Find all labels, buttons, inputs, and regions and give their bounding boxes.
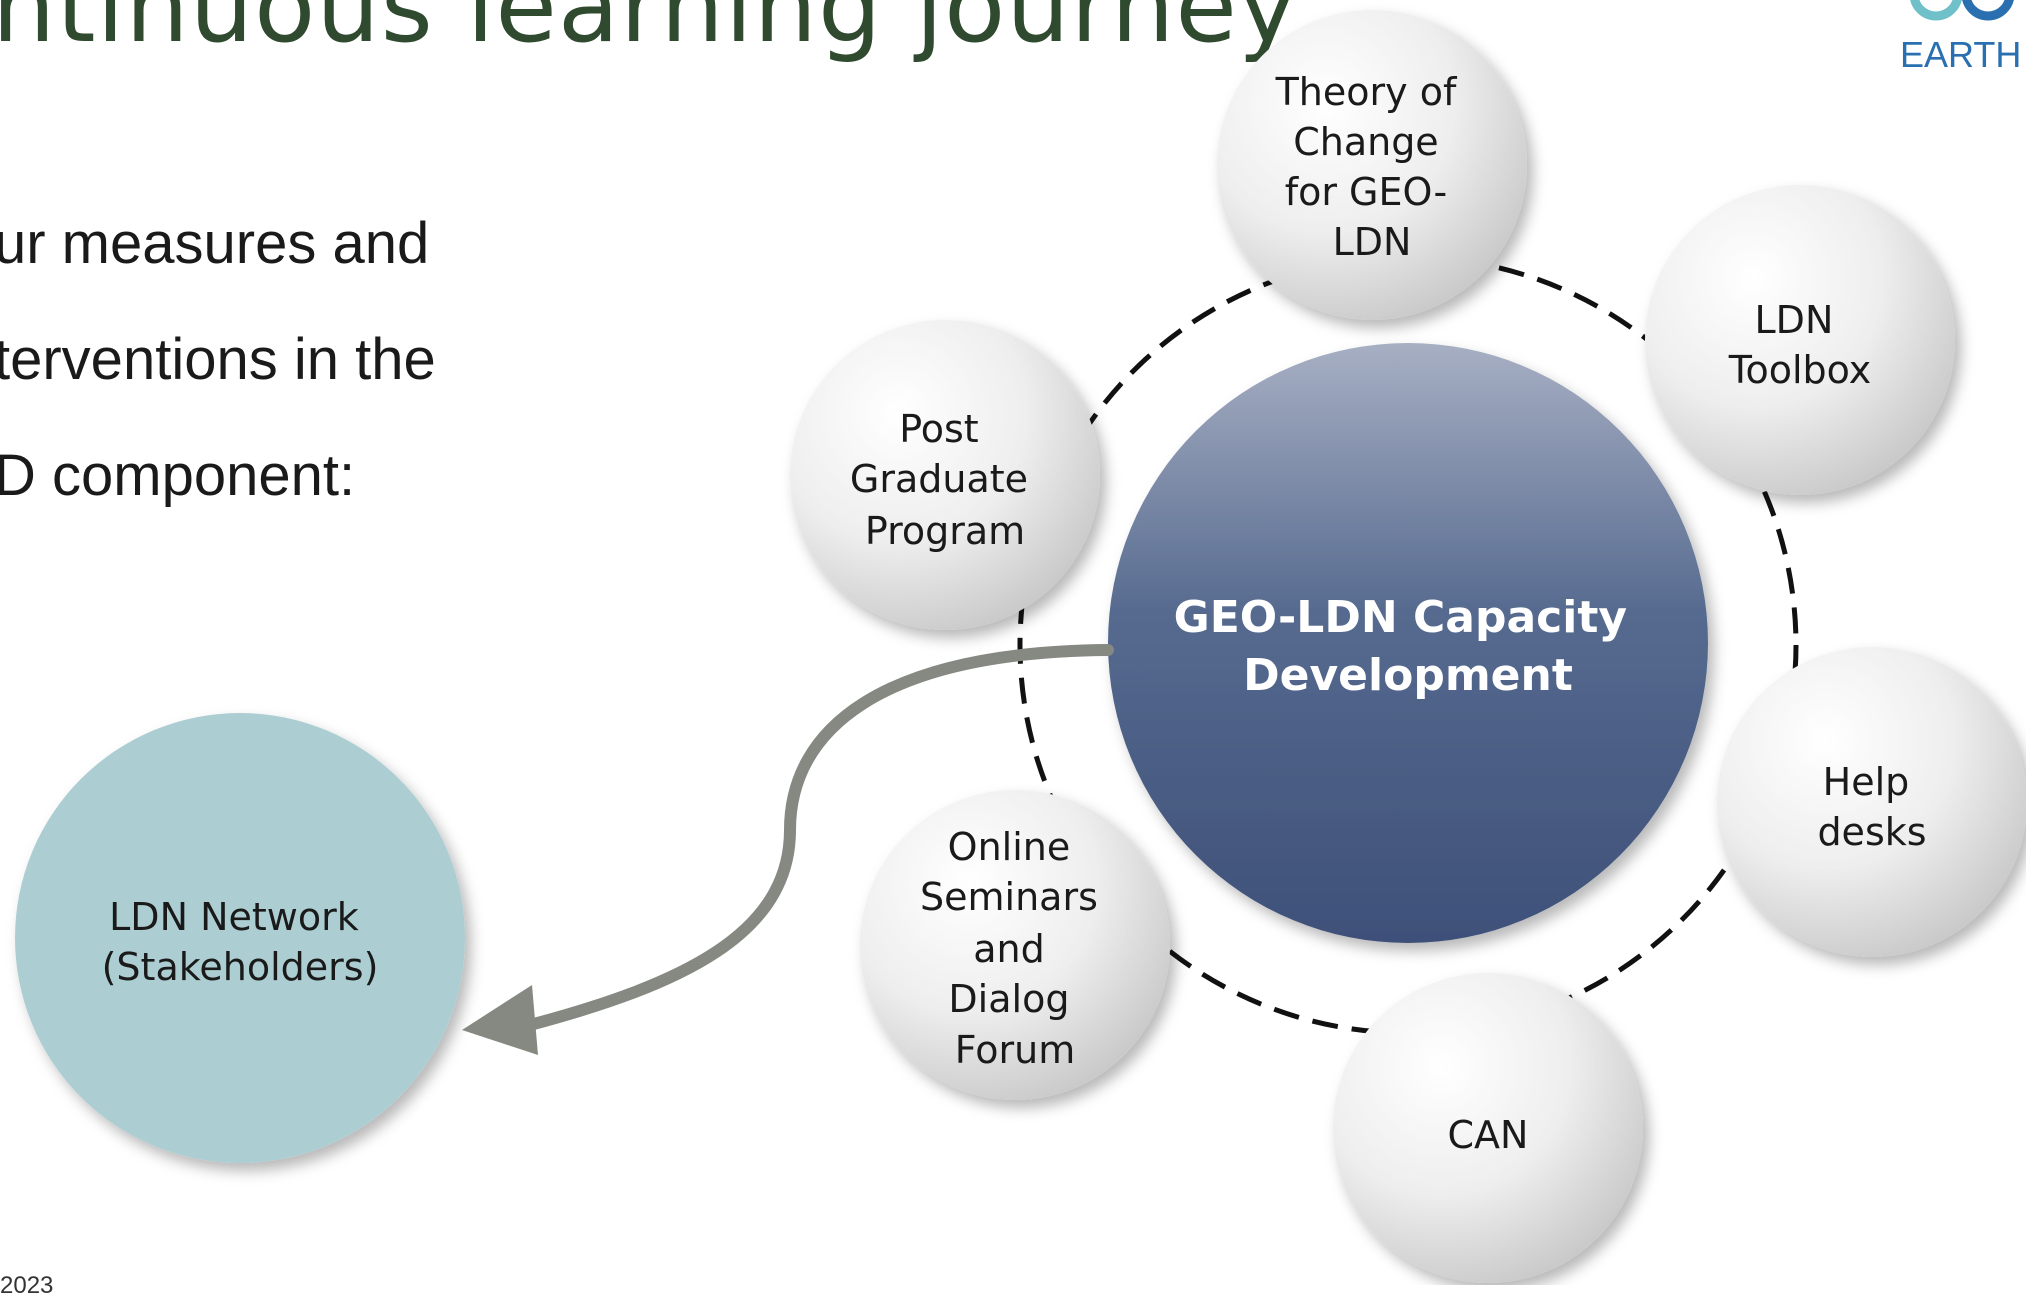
svg-text:Theory of Change f: Theory of Change for GEO- LDN (1275, 70, 1469, 264)
svg-text:LDN Network (Stakeholder: LDN Network (Stakeholders) (102, 895, 379, 989)
center-label-line-2: Development (1243, 650, 1573, 701)
satellite-theory-of-change: Theory of Change for GEO- LDN (1217, 10, 1527, 320)
satellite-help-desks: Help desks (1717, 647, 2026, 957)
satellite-can: CAN (1333, 973, 1643, 1283)
svg-text:Online Seminars an: Online Seminars and Dialog Forum (920, 825, 1110, 1072)
body-line-3: D component: (0, 443, 356, 508)
earth-observations-logo: EARTH O (1896, 0, 2026, 80)
svg-text:LDN Toolbox: LDN Toolbox (1728, 298, 1872, 392)
svg-text:Post Graduate Prog: Post Graduate Program (850, 407, 1040, 553)
flow-arrow (462, 644, 1114, 1055)
svg-text:CAN: CAN (1448, 1113, 1529, 1157)
satellite-online-seminars: Online Seminars and Dialog Forum (860, 790, 1170, 1100)
center-label-line-1: GEO-LDN Capacity (1174, 592, 1627, 643)
center-node: GEO-LDN Capacity Development (1108, 343, 1708, 943)
center-label: GEO-LDN Capacity Development (1174, 592, 1643, 701)
logo-rings-icon (1910, 0, 2014, 21)
satellite-post-graduate: Post Graduate Program (790, 320, 1100, 630)
logo-text: EARTH O (1900, 34, 2026, 75)
slide-title: ntinuous learning journey (0, 0, 1299, 65)
svg-text:Help desks: Help desks (1817, 760, 1926, 854)
satellite-ldn-toolbox: LDN Toolbox (1645, 185, 1955, 495)
body-line-1: ur measures and (0, 211, 430, 276)
body-line-2: terventions in the (0, 327, 436, 392)
stakeholder-node: LDN Network (Stakeholders) (15, 713, 465, 1163)
arrowhead-icon (462, 985, 538, 1055)
